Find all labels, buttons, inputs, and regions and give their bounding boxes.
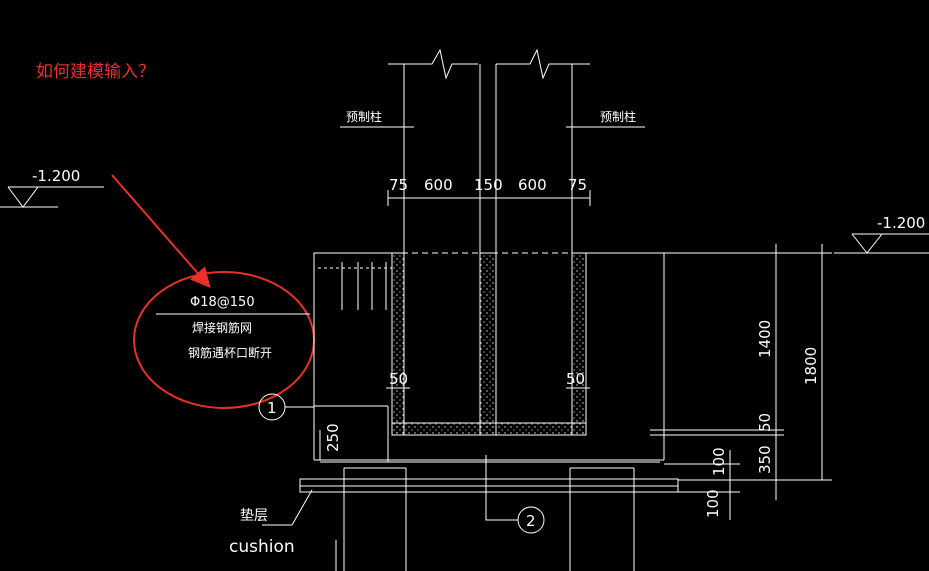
- dim-top-600-left: 600: [424, 176, 453, 194]
- dim-wall-left: 50: [389, 370, 408, 388]
- rebar-group-left: [314, 262, 660, 463]
- dim-right-50: 50: [756, 413, 774, 432]
- annotation-arrow: [111, 174, 211, 289]
- detail-marker-2: [517, 506, 545, 534]
- dim-right-100a: 100: [710, 447, 728, 476]
- dim-250: 250: [324, 423, 342, 452]
- detail-2-label: 2: [526, 512, 536, 530]
- label-rebar-spec: Φ18@150: [190, 295, 255, 310]
- elevation-label-right: -1.200: [877, 214, 925, 232]
- annotation-highlight-ellipse: [133, 271, 315, 409]
- label-cushion-cn: 垫层: [240, 508, 268, 524]
- top-dimension-line: [387, 190, 591, 206]
- annotation-question: 如何建模输入？: [36, 62, 155, 82]
- label-rebar-cut: 钢筋遇杯口断开: [188, 345, 272, 360]
- right-dimension-chain: [650, 244, 832, 520]
- dim-top-75-left: 75: [389, 176, 408, 194]
- dim-top-75-right: 75: [568, 176, 587, 194]
- elevation-marker-right: [834, 233, 929, 254]
- dim-right-350: 350: [756, 445, 774, 474]
- dim-top-150: 150: [474, 176, 503, 194]
- elevation-marker-left: [0, 186, 104, 208]
- dim-right-1400: 1400: [756, 320, 774, 358]
- label-precast-column-right: 预制柱: [600, 109, 636, 124]
- label-cushion-en: cushion: [229, 537, 295, 557]
- lower-supports: [335, 467, 635, 571]
- cup-walls: [391, 252, 587, 436]
- dim-right-1800: 1800: [802, 347, 820, 385]
- label-precast-column-left: 预制柱: [346, 109, 382, 124]
- detail-1-label: 1: [267, 399, 277, 417]
- elevation-label-left: -1.200: [32, 167, 80, 185]
- dim-top-600-right: 600: [518, 176, 547, 194]
- dim-right-100b: 100: [704, 489, 722, 518]
- label-welded-mesh: 焊接钢筋网: [192, 320, 252, 335]
- dim-wall-right: 50: [566, 370, 585, 388]
